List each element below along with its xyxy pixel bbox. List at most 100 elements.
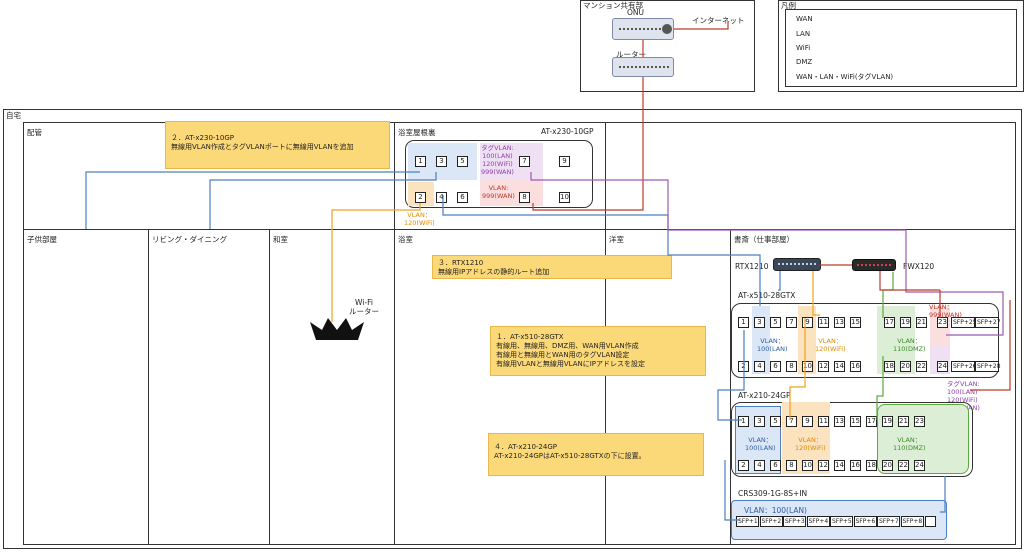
legend-wan: WAN <box>796 15 813 23</box>
x510-sfp-26: SFP+26 <box>951 361 977 372</box>
x510-vlan-lan: VLAN： 100(LAN) <box>757 337 788 353</box>
home-frame: 自宅 <box>3 109 1022 549</box>
callout-x230: ２．AT-x230-10GP 無線用VLAN作成とタグVLANポートに無線用VL… <box>165 121 390 169</box>
x210-port-16: 16 <box>850 460 861 471</box>
x510-port-15: 15 <box>850 317 861 328</box>
room-living: リビング・ダイニング <box>148 229 270 545</box>
crs-port-7: SFP+7 <box>877 516 900 527</box>
x510-port-13: 13 <box>834 317 845 328</box>
callout-rtx: ３．RTX1210 無線用IPアドレスの静的ルート追加 <box>432 255 672 279</box>
x230-port-7: 7 <box>519 156 530 167</box>
crs-port-3: SFP+3 <box>783 516 806 527</box>
x230-wan-vlan-text: VLAN: 999(WAN) <box>482 184 515 200</box>
crs-port-4: SFP+4 <box>806 516 830 527</box>
x510-vlan-dmz: VLAN： 110(DMZ) <box>893 337 926 353</box>
crs-port-8: SFP+8 <box>900 516 924 527</box>
crs-port-5: SFP+5 <box>830 516 853 527</box>
router-dot-row <box>619 66 669 71</box>
onu-label: ONU <box>627 8 645 17</box>
x210-vlan-wifi: VLAN： 120(WiFi) <box>795 436 826 452</box>
x510-port-19: 19 <box>900 317 911 328</box>
x210-port-20: 20 <box>882 460 893 471</box>
fwx120-port-row <box>857 264 891 268</box>
x510-port-24: 24 <box>937 361 948 372</box>
mansion-title: マンション共有部 <box>583 1 643 10</box>
room-washitsu-label: 和室 <box>273 235 288 244</box>
x510-port-9: 9 <box>802 317 813 328</box>
x210-port-17: 17 <box>866 416 877 427</box>
x510-title: AT-x510-28GTX <box>738 291 796 300</box>
x510-port-5: 5 <box>770 317 781 328</box>
legend-tag: WAN・LAN・WiFi(タグVLAN) <box>796 73 894 81</box>
x510-port-18: 18 <box>884 361 895 372</box>
x510-port-11: 11 <box>818 317 829 328</box>
room-kodomo-label: 子供部屋 <box>27 235 57 244</box>
x210-port-22: 22 <box>898 460 909 471</box>
callout-x210: ４．AT-x210-24GP AT-x210-24GPはAT-x510-28GT… <box>488 433 704 476</box>
room-yokushitsu-label: 浴室 <box>398 235 413 244</box>
x230-port-1: 1 <box>415 156 426 167</box>
rtx1210-device <box>773 258 821 271</box>
x510-sfp-27: SFP+27 <box>975 317 1001 328</box>
x510-port-8: 8 <box>786 361 797 372</box>
x510-port-12: 12 <box>818 361 829 372</box>
x210-port-6: 6 <box>770 460 781 471</box>
x230-port-3: 3 <box>436 156 447 167</box>
x210-port-23: 23 <box>914 416 925 427</box>
x210-title: AT-x210-24GP <box>738 391 791 400</box>
fwx120-label: FWX120 <box>903 262 935 271</box>
x510-port-16: 16 <box>850 361 861 372</box>
crs-port-ether <box>925 516 936 527</box>
x510-port-21: 21 <box>916 317 927 328</box>
rtx1210-label: RTX1210 <box>735 262 769 271</box>
x230-port-10: 10 <box>559 192 570 203</box>
x210-port-19: 19 <box>882 416 893 427</box>
x210-port-12: 12 <box>818 460 829 471</box>
crs-port-1: SFP+1 <box>736 516 759 527</box>
crs-port-2: SFP+2 <box>759 516 783 527</box>
room-youshitsu-label: 洋室 <box>609 235 624 244</box>
room-haikan-label: 配管 <box>27 128 42 137</box>
x210-port-8: 8 <box>786 460 797 471</box>
onu-arrow-icon <box>662 24 672 34</box>
fwx120-device <box>852 259 896 271</box>
x210-port-7: 7 <box>786 416 797 427</box>
x230-port-4: 4 <box>436 192 447 203</box>
x210-port-11: 11 <box>818 416 829 427</box>
x230-port-8: 8 <box>519 192 530 203</box>
x510-port-14: 14 <box>834 361 845 372</box>
wifi-router-label: Wi-Fi ルーター <box>349 298 379 316</box>
crs-vlan: VLAN：100(LAN) <box>744 506 807 515</box>
room-shosai-label: 書斎（仕事部屋） <box>734 235 794 244</box>
x230-port-6: 6 <box>457 192 468 203</box>
bath-attic-model: AT-x230-10GP <box>541 127 594 136</box>
room-washitsu: 和室 <box>269 229 395 545</box>
x210-port-10: 10 <box>802 460 813 471</box>
x210-port-4: 4 <box>754 460 765 471</box>
x510-port-3: 3 <box>754 317 765 328</box>
x230-wifi-vlan-text: VLAN： 120(WiFi) <box>404 211 435 227</box>
x510-port-20: 20 <box>900 361 911 372</box>
router-label: ルーター <box>616 50 646 59</box>
x210-switch <box>731 402 973 477</box>
x230-tag-vlan-text: タグVLAN: 100(LAN) 120(WiFi) 999(WAN) <box>481 144 514 176</box>
x210-port-24: 24 <box>914 460 925 471</box>
room-living-label: リビング・ダイニング <box>152 235 227 244</box>
mansion-area: マンション共有部 <box>580 0 755 92</box>
x210-port-13: 13 <box>834 416 845 427</box>
x210-vlan-lan: VLAN： 100(LAN) <box>745 436 776 452</box>
x210-port-9: 9 <box>802 416 813 427</box>
x510-port-2: 2 <box>738 361 749 372</box>
x210-port-18: 18 <box>866 460 877 471</box>
x210-port-15: 15 <box>850 416 861 427</box>
rtx1210-port-row <box>778 263 816 268</box>
home-title: 自宅 <box>6 111 21 120</box>
x510-port-10: 10 <box>802 361 813 372</box>
internet-label: インターネット <box>692 16 745 25</box>
bath-attic-title: 浴室屋根裏 <box>398 128 436 137</box>
x230-port-5: 5 <box>457 156 468 167</box>
crs-title: CRS309-1G-8S+IN <box>738 489 808 498</box>
onu-dot-row <box>619 28 661 33</box>
callout-x510: １．AT-x510-28GTX 有線用、無線用、DMZ用、WAN用VLAN作成 … <box>490 326 706 376</box>
legend-inner <box>785 9 1017 87</box>
